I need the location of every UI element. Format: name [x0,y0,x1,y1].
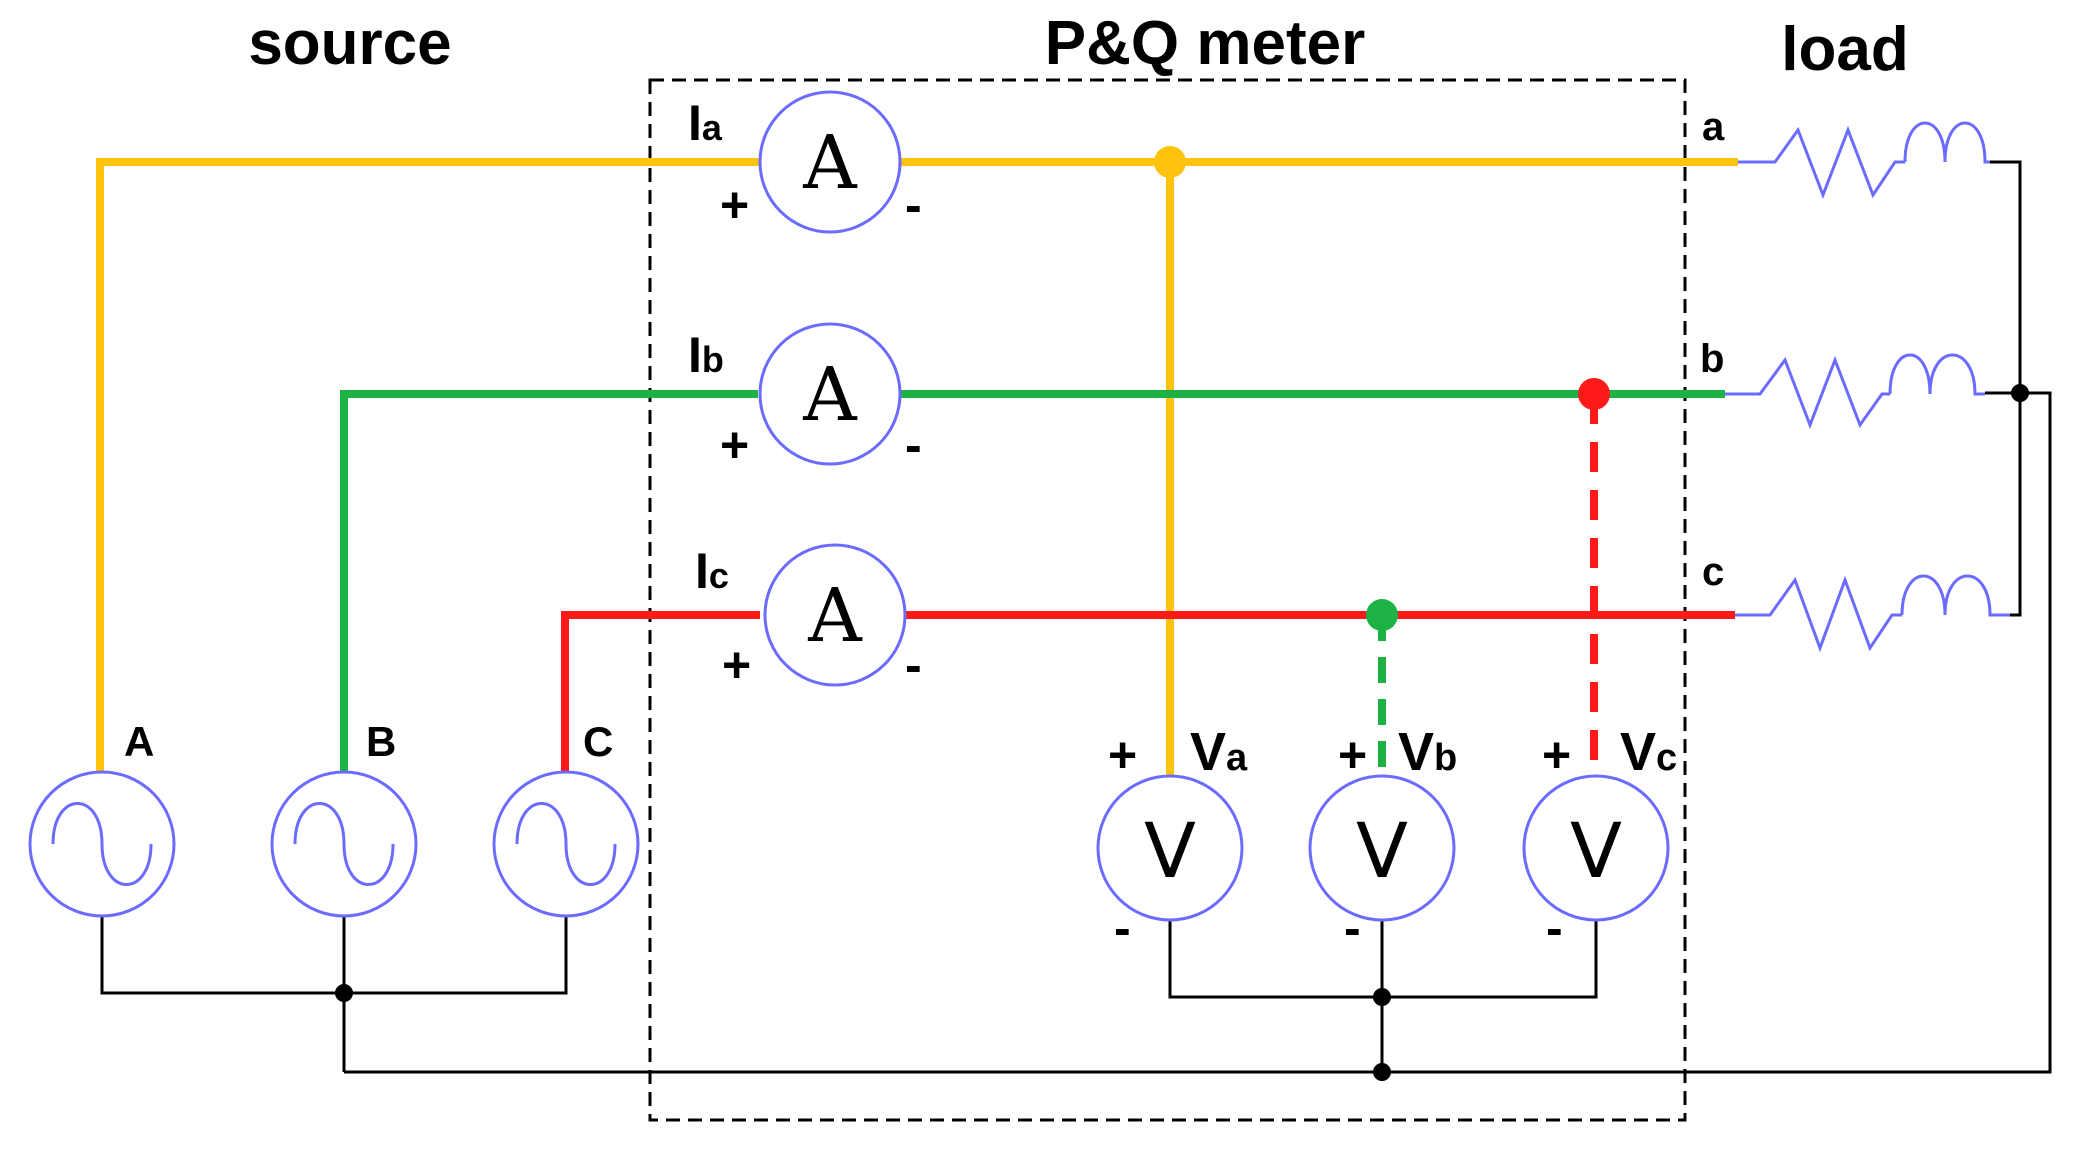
voltmeter-b: V Vb + - [1308,722,1457,956]
heading-source: source [248,9,451,78]
voltage-va-label: Va [1190,722,1248,782]
voltmeter-a: V Va + - [1096,722,1248,956]
voltage-vb-label: Vb [1398,722,1457,782]
ammeter-b-minus: - [905,417,922,473]
source-neutral-node [335,984,353,1002]
sine-wave-icon [515,802,617,886]
heading-load: load [1781,15,1908,84]
ammeter-b-symbol: A [802,352,858,438]
phase-c-junction [1366,599,1398,631]
current-ia-label: Ia [688,95,723,151]
load-c-impedance-icon [1735,574,2010,653]
voltmeter-c-icon [1522,774,1670,922]
voltmeter-a-minus: - [1114,900,1131,956]
ammeter-c-symbol: A [807,573,863,659]
voltmeter-b-icon [1308,774,1456,922]
meter-enclosure [648,78,1687,1122]
voltmeter-c-symbol: V [1570,806,1622,895]
voltmeter-b-plus: + [1338,727,1367,783]
ammeter-b: A Ib + - [688,322,922,473]
ammeter-a: A Ia + - [688,90,922,234]
ammeter-a-icon [758,90,902,234]
current-ic-label: Ic [695,543,729,599]
voltmeter-b-minus: - [1344,900,1361,956]
source-b: B [270,718,418,918]
ammeter-c-icon [763,543,907,687]
load-terminal-b: b [1700,337,1724,381]
ammeter-a-plus: + [720,177,749,233]
voltmeter-a-symbol: V [1144,806,1196,895]
ammeter-a-symbol: A [802,120,858,206]
load-terminal-c: c [1702,550,1724,594]
current-ib-label: Ib [688,327,724,383]
voltmeter-c-minus: - [1546,900,1563,956]
voltmeter-a-icon [1096,774,1244,922]
source-c-label: C [583,718,613,765]
ammeter-c-minus: - [905,637,922,693]
ammeter-b-icon [758,322,902,466]
ammeter-c: A Ic + - [695,543,922,693]
source-neutral-bus [100,916,568,995]
phase-a-junction [1154,146,1186,178]
load-terminal-a: a [1702,105,1725,149]
source-c: C [492,718,640,918]
load-b-impedance-icon [1725,353,1985,430]
voltmeter-c-plus: + [1542,727,1571,783]
phase-a-wire [96,158,760,772]
voltmeter-a-plus: + [1108,727,1137,783]
voltage-vc-label: Vc [1620,722,1677,782]
voltmeter-neutral-node [1373,988,1391,1006]
neutral-return-line [344,391,2052,1074]
source-b-label: B [366,718,396,765]
phase-b-junction [1578,378,1610,410]
voltmeter-c: V Vc + - [1522,722,1677,956]
ammeter-b-plus: + [720,417,749,473]
source-a: A [28,718,176,918]
voltmeter-b-symbol: V [1356,806,1408,895]
sine-wave-icon [293,802,395,886]
load-star-node [2011,384,2029,402]
phase-b-wire [340,390,758,772]
ammeter-a-minus: - [905,177,922,233]
sine-wave-icon [51,802,153,886]
phase-c-wire [561,611,760,772]
source-a-label: A [124,718,154,765]
load-a-impedance-icon [1738,121,1990,200]
heading-meter: P&Q meter [1045,9,1365,78]
ammeter-c-plus: + [722,637,751,693]
